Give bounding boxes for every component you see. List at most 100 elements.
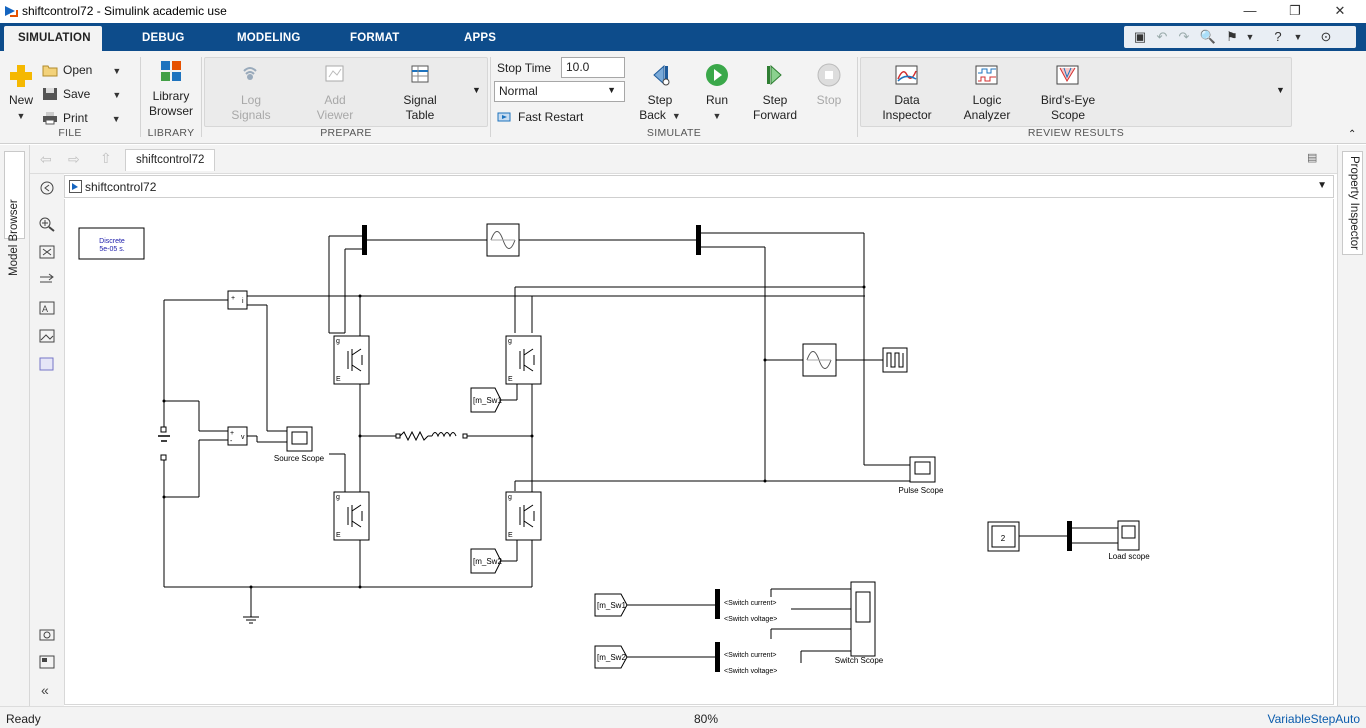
chevron-down-icon[interactable]: ▼ <box>1245 32 1255 42</box>
save-button[interactable]: Save▼ <box>42 84 121 104</box>
bus-selector-2[interactable] <box>715 642 720 672</box>
fast-restart-button[interactable]: Fast Restart <box>497 107 583 127</box>
pwm-block-right[interactable] <box>802 343 837 377</box>
restore-button[interactable]: ❐ <box>1289 3 1301 18</box>
file-group-label: FILE <box>58 127 82 139</box>
stop-time-input[interactable]: 10.0 <box>561 57 625 78</box>
annotation-icon[interactable]: A <box>38 300 56 316</box>
new-icon <box>10 65 32 87</box>
model-canvas[interactable]: Discrete 5e-05 s. +i <box>64 199 1334 705</box>
signal-table-icon <box>411 65 429 83</box>
tab-modeling[interactable]: MODELING <box>237 32 301 44</box>
voltage-measurement-block[interactable]: +-v <box>227 426 248 446</box>
run-button[interactable]: Run▼ <box>699 63 735 124</box>
library-group-label: LIBRARY <box>147 127 195 139</box>
keyboard-icon[interactable]: ▤ <box>1307 152 1318 164</box>
tab-apps[interactable]: APPS <box>464 32 497 44</box>
canvas-palette: A « <box>30 174 64 706</box>
separator <box>490 57 491 137</box>
powergui-block[interactable]: Discrete 5e-05 s. <box>78 227 145 260</box>
arrow-icon[interactable] <box>38 272 56 288</box>
save-chevron-icon: ▼ <box>112 90 122 100</box>
igbt-switch-1[interactable]: gE <box>333 335 370 385</box>
source-scope-block[interactable]: Source Scope <box>274 426 325 463</box>
solver-link[interactable]: VariableStepAuto <box>1267 712 1360 726</box>
constant-block[interactable]: 2 <box>987 521 1020 552</box>
model-browser-tab[interactable]: Model Browser <box>4 151 25 276</box>
save-icon[interactable]: ▣ <box>1133 29 1147 44</box>
open-button[interactable]: Open▼ <box>42 60 121 80</box>
mux-top-left[interactable] <box>362 225 367 255</box>
load-scope-block[interactable]: Load scope <box>1108 520 1150 561</box>
current-measurement-block[interactable]: +i <box>227 290 248 310</box>
svg-text:A: A <box>42 304 48 314</box>
svg-text:i: i <box>242 298 244 305</box>
area-icon[interactable] <box>38 356 56 372</box>
tab-format[interactable]: FORMAT <box>350 32 400 44</box>
camera-icon[interactable] <box>38 626 56 642</box>
simulation-mode-select[interactable]: Normal▼ <box>494 81 625 102</box>
review-expand-icon[interactable]: ▼ <box>1276 85 1285 95</box>
pulse-generator-block[interactable] <box>882 347 908 373</box>
new-chevron-icon: ▼ <box>16 111 26 121</box>
library-browser-icon <box>161 61 181 81</box>
igbt-switch-3[interactable]: gE <box>333 491 370 541</box>
tab-debug[interactable]: DEBUG <box>142 32 185 44</box>
print-button[interactable]: Print▼ <box>42 108 121 128</box>
close-button[interactable]: ✕ <box>1334 3 1346 18</box>
breadcrumb[interactable]: shiftcontrol72 <box>85 180 157 194</box>
image-icon[interactable] <box>38 328 56 344</box>
model-tab[interactable]: shiftcontrol72 <box>125 149 216 171</box>
stop-button[interactable]: Stop <box>811 63 847 108</box>
switch-scope-block[interactable]: Switch Scope <box>835 581 884 665</box>
new-button[interactable]: New▼ <box>6 63 36 124</box>
ground-block[interactable] <box>243 616 259 624</box>
tab-simulation[interactable]: SIMULATION <box>4 26 102 51</box>
pulse-scope-block[interactable]: Pulse Scope <box>899 456 944 495</box>
fit-to-view-icon[interactable] <box>38 244 56 260</box>
goto-sw1-block[interactable]: [m_Sw1 <box>470 387 502 413</box>
redo-icon[interactable]: ↷ <box>1178 29 1190 44</box>
rl-load-block[interactable] <box>395 430 468 442</box>
property-inspector-tab[interactable]: Property Inspector <box>1342 151 1363 255</box>
collapse-palette-icon[interactable]: « <box>41 682 49 698</box>
ribbon-collapse-icon[interactable]: ⌃ <box>1348 129 1357 140</box>
bus-selector-1[interactable] <box>715 589 720 619</box>
zoom-icon[interactable] <box>38 216 56 232</box>
up-icon[interactable]: ⇧ <box>100 150 112 166</box>
svg-text:2: 2 <box>1001 534 1006 543</box>
model-data-icon[interactable] <box>38 654 56 670</box>
back-icon[interactable]: ⇦ <box>40 151 52 167</box>
hide-explorer-icon[interactable] <box>38 180 56 196</box>
breadcrumb-chevron-down-icon[interactable]: ▼ <box>1317 180 1327 191</box>
undo-icon[interactable]: ↶ <box>1156 29 1168 44</box>
mux-load[interactable] <box>1067 521 1072 551</box>
mux-top-right[interactable] <box>696 225 701 255</box>
forward-icon[interactable]: ⇨ <box>68 151 80 167</box>
prepare-expand-icon[interactable]: ▼ <box>472 85 481 95</box>
from-sw1-block[interactable]: [m_Sw1 <box>594 593 628 617</box>
collapse-ribbon-icon[interactable]: ⊙ <box>1320 29 1332 44</box>
minimize-button[interactable]: — <box>1243 3 1257 18</box>
dc-voltage-source[interactable] <box>158 300 170 587</box>
igbt-switch-2[interactable]: gE <box>505 335 542 385</box>
pwm-not-block[interactable] <box>486 223 520 257</box>
from-sw2-block[interactable]: [m_Sw2 <box>594 645 628 669</box>
stop-icon <box>817 63 841 87</box>
block-diagram: Discrete 5e-05 s. +i <box>78 223 1150 675</box>
help-chevron-icon[interactable]: ▼ <box>1293 32 1303 42</box>
search-icon[interactable]: 🔍 <box>1199 29 1217 44</box>
comment-icon[interactable]: ⚑ <box>1226 29 1238 44</box>
igbt-switch-4[interactable]: gE <box>505 491 542 541</box>
help-icon[interactable]: ? <box>1274 29 1282 44</box>
goto-sw2-block[interactable]: [m_Sw2 <box>470 548 502 574</box>
